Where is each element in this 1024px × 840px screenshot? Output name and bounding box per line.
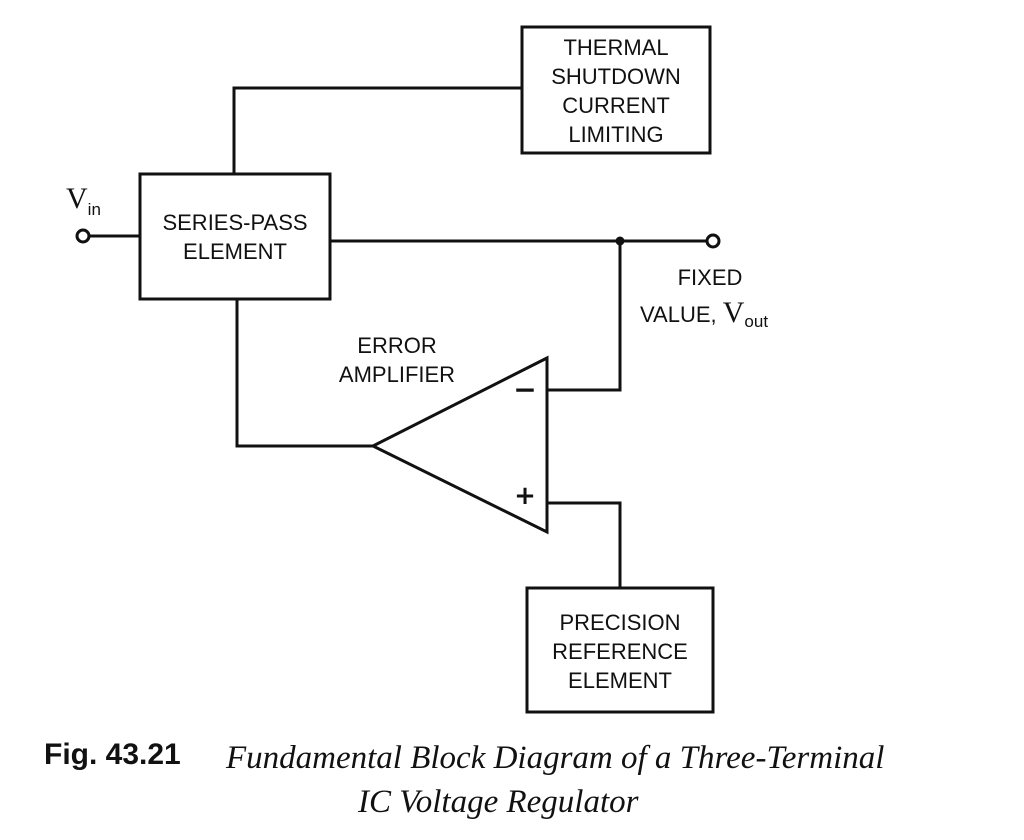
output-label-prefix: VALUE, xyxy=(640,302,723,327)
thermal-label-line-2: SHUTDOWN xyxy=(551,64,681,89)
output-label-line-2: VALUE, Vout xyxy=(640,296,768,331)
non-inverting-input-sign: + xyxy=(514,481,536,511)
thermal-shutdown-block xyxy=(520,25,712,155)
output-voltage-symbol: V xyxy=(723,296,745,329)
series-pass-label-line-1: SERIES-PASS xyxy=(162,210,307,235)
output-voltage-subscript: out xyxy=(744,312,768,331)
error-amplifier-label-line-2: AMPLIFIER xyxy=(339,362,455,387)
thermal-label-line-4: LIMITING xyxy=(568,122,663,147)
reference-label-line-1: PRECISION xyxy=(559,610,680,635)
thermal-label-line-1: THERMAL xyxy=(563,35,668,60)
wire-reference-to-amp xyxy=(547,501,622,588)
wire-feedback-inverting xyxy=(547,241,622,392)
error-amplifier-label-line-1: ERROR xyxy=(357,333,436,358)
output-label-line-1: FIXED xyxy=(678,265,743,290)
figure-number: Fig. 43.21 xyxy=(44,738,181,771)
caption-line-2: IC Voltage Regulator xyxy=(358,784,639,820)
series-pass-label-line-2: ELEMENT xyxy=(183,239,287,264)
output-junction-dot xyxy=(615,236,625,246)
reference-label-line-3: ELEMENT xyxy=(568,668,672,693)
caption-line-1: Fundamental Block Diagram of a Three-Ter… xyxy=(226,740,885,776)
precision-reference-block xyxy=(525,586,715,714)
input-terminal xyxy=(75,228,91,244)
series-pass-block xyxy=(138,172,332,301)
thermal-label-line-3: CURRENT xyxy=(562,93,670,118)
input-voltage-subscript: in xyxy=(88,200,101,219)
input-voltage-label: Vin xyxy=(66,182,101,219)
block-diagram: THERMAL SHUTDOWN CURRENT LIMITING SERIES… xyxy=(66,25,768,714)
error-amplifier-triangle xyxy=(369,355,549,535)
input-voltage-symbol: V xyxy=(66,182,88,215)
inverting-input-sign: − xyxy=(513,373,536,406)
reference-label-line-2: REFERENCE xyxy=(552,639,688,664)
wire-thermal-feedback xyxy=(232,86,522,174)
wire-amp-to-series-pass xyxy=(235,299,373,448)
output-terminal xyxy=(705,233,721,249)
